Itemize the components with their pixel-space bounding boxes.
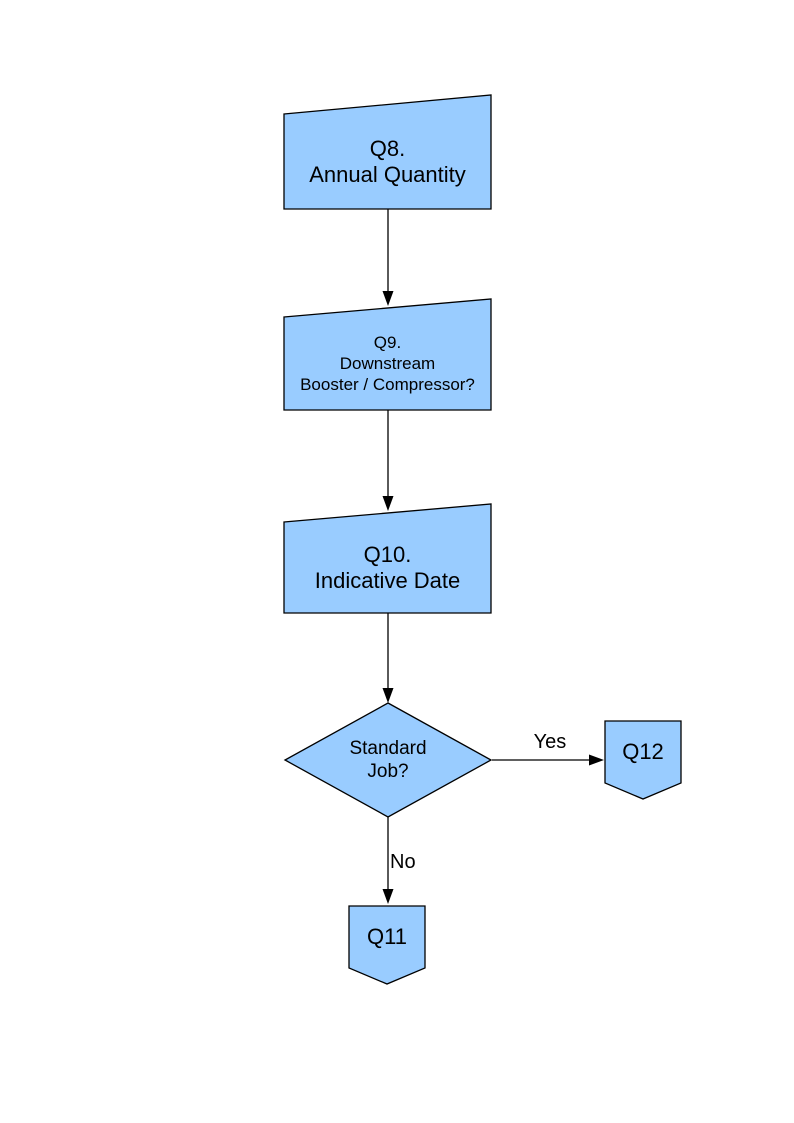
node-label-line: Q9. [373,333,402,352]
manual-input-shape-q10 [283,503,492,614]
node-label-q9: Q9. Downstream Booster / Compressor? [284,317,491,410]
arrowhead-q8-q9 [382,291,394,306]
manual-input-shape-q9 [283,298,492,411]
node-label-line: Indicative Date [314,567,461,593]
node-label-line: Downstream [339,354,436,373]
offpage-connector-shape-q11 [348,905,426,985]
manual-input-shape-q8 [283,94,492,210]
node-label-q11: Q11 [349,906,425,968]
node-label-line: Q11 [367,924,407,949]
node-label-q10: Q10. Indicative Date [284,522,491,613]
node-label-line: Standard [349,738,427,759]
branch-label-no: No [390,851,450,873]
node-label-q8: Q8. Annual Quantity [284,114,491,209]
node-label-line: Job? [367,761,409,782]
node-label-q12: Q12 [605,721,681,783]
arrowhead-q9-q10 [382,496,394,511]
arrowhead-q10-decision [382,688,394,703]
branch-label-yes: Yes [505,730,595,754]
node-label-line: Q8. [369,135,406,161]
node-label-line: Q12 [622,739,664,764]
node-label-line: Booster / Compressor? [300,375,475,394]
branch-label-text: No [390,850,416,873]
arrowhead-decision-q11 [382,889,394,904]
branch-label-text: Yes [533,730,567,753]
node-label-standard-job: Standard Job? [285,703,491,817]
node-label-line: Q10. [363,541,412,567]
offpage-connector-shape-q12 [604,720,682,800]
node-label-line: Annual Quantity [309,161,466,187]
arrowhead-decision-q12 [589,754,604,766]
